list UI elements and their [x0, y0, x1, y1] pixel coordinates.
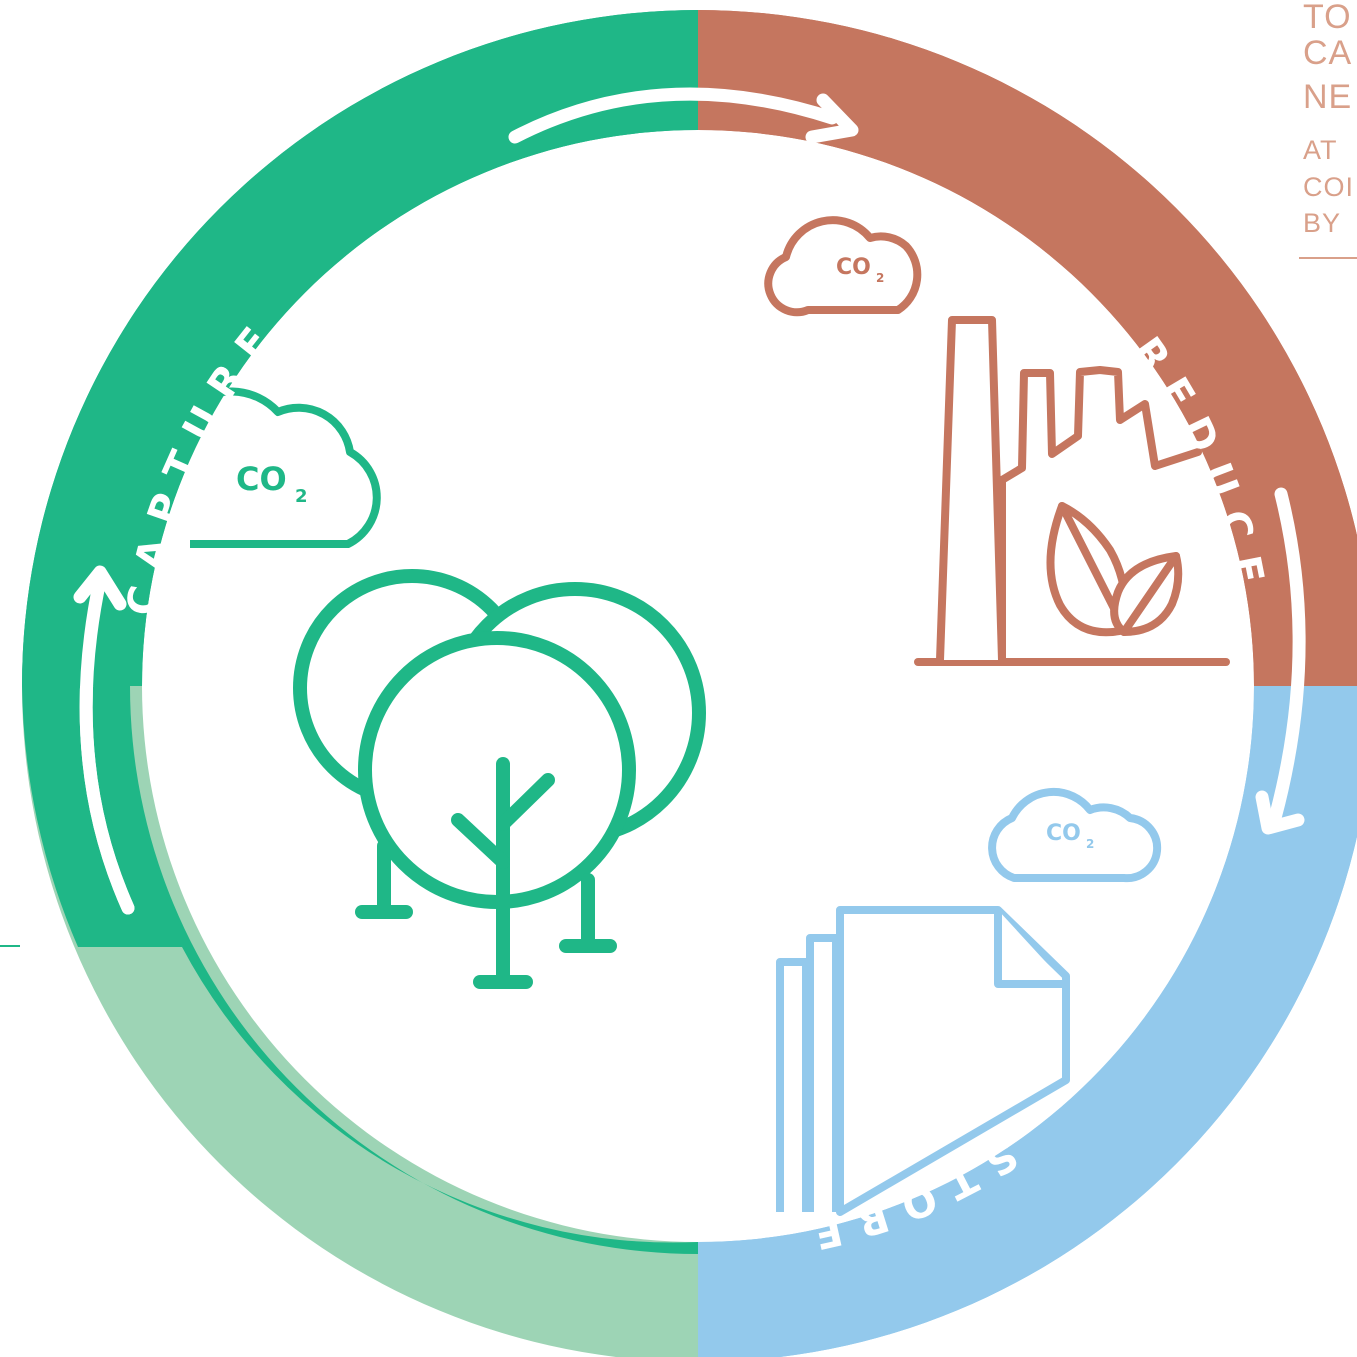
ring-segment-reduce-cover [698, 10, 1357, 686]
flow-arrow-right-overlay-icon [1255, 487, 1306, 835]
side-text-line-6: BY [1303, 208, 1342, 238]
cloud-store-label: CO [1046, 821, 1081, 846]
cloud-store-icon: CO 2 [988, 787, 1162, 883]
side-text-line-4: AT [1303, 135, 1338, 165]
cloud-reduce-label: CO [836, 255, 871, 280]
side-text-line-5: COI [1303, 172, 1355, 202]
tree-icon [293, 569, 706, 989]
side-divider [1299, 257, 1357, 259]
cloud-capture-icon: CO 2 [183, 387, 381, 548]
cloud-capture-label: CO [236, 460, 287, 498]
side-text-line-2: CA [1303, 34, 1353, 72]
documents-icon [776, 906, 1070, 1216]
side-text-line-1: TO [1303, 0, 1352, 36]
cloud-reduce-subscript: 2 [876, 271, 884, 285]
left-divider [0, 945, 20, 947]
cloud-store-subscript: 2 [1086, 837, 1094, 851]
cloud-capture-subscript: 2 [295, 486, 308, 507]
side-text-line-3: NE [1303, 78, 1353, 116]
flow-arrow-top-overlay-icon [508, 87, 859, 144]
flow-arrow-left-overlay-icon [73, 565, 135, 915]
factory-icon [914, 316, 1230, 666]
leaf-icon [1046, 502, 1183, 637]
cloud-reduce-icon: CO 2 [764, 216, 922, 317]
